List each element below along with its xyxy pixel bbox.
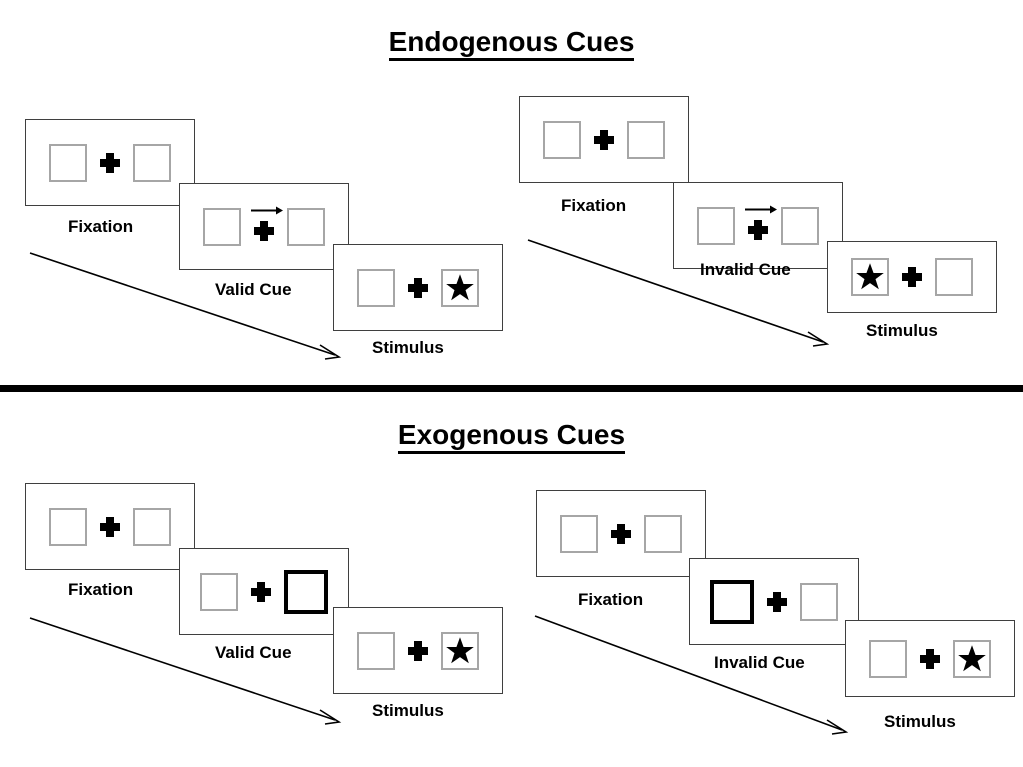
cue-arrow-right-icon [251,206,283,214]
left-box [697,206,735,245]
left-box [200,572,238,611]
left-box [869,639,907,678]
caption-endogenous-invalid-fixation: Fixation [561,196,627,215]
fixation-area [754,579,800,625]
panel-endogenous-invalid-cue [673,182,843,269]
fixation-area [241,204,287,250]
panel-endogenous-valid-fixation [25,119,195,206]
fixation-area [87,140,133,186]
star-icon [856,263,884,290]
section-divider [0,385,1023,392]
fixation-area [581,117,627,163]
panel-content [543,117,665,163]
caption-exogenous-valid-stimulus: Stimulus [372,701,444,720]
section-title-endogenous: Endogenous Cues [0,26,1023,61]
fixation-cross-icon [408,277,428,298]
panel-content [697,203,819,249]
panel-endogenous-invalid-stimulus [827,241,997,313]
fixation-cross-icon [254,221,274,241]
right-box [953,639,991,678]
right-box [287,207,325,246]
fixation-area [238,569,284,615]
fixation-area [87,504,133,550]
caption-exogenous-invalid-stimulus: Stimulus [884,712,956,731]
right-box [935,258,973,296]
caption-endogenous-invalid-cue: Invalid Cue [700,260,791,279]
fixation-cross-icon [408,640,428,661]
fixation-area [395,628,441,674]
fixation-cross-icon [594,129,614,150]
panel-content [560,511,682,557]
left-box [203,207,241,246]
left-box [560,514,598,553]
right-box [627,120,665,159]
right-box [441,268,479,307]
caption-endogenous-valid-stimulus: Stimulus [372,338,444,357]
left-box [357,268,395,307]
panel-endogenous-valid-cue [179,183,349,270]
panel-content [851,254,973,300]
right-box [133,143,171,182]
panel-endogenous-invalid-fixation [519,96,689,183]
fixation-area [395,265,441,311]
right-box [133,507,171,546]
left-box [851,258,889,296]
panel-exogenous-valid-stimulus [333,607,503,694]
caption-endogenous-valid-cue: Valid Cue [215,280,292,299]
section-title-endogenous-text: Endogenous Cues [388,26,635,61]
panel-content [49,504,171,550]
panel-exogenous-valid-cue [179,548,349,635]
right-box-cued [284,569,328,614]
cue-arrow-right-icon [745,205,777,213]
panel-endogenous-valid-stimulus [333,244,503,331]
caption-endogenous-valid-fixation: Fixation [68,217,134,236]
fixation-area [889,254,935,300]
panel-exogenous-invalid-stimulus [845,620,1015,697]
panel-content [200,569,328,615]
panel-exogenous-invalid-fixation [536,490,706,577]
fixation-cross-icon [920,648,940,669]
fixation-cross-icon [767,591,787,612]
fixation-cross-icon [611,523,631,544]
star-icon [446,273,474,300]
panel-content [869,636,991,682]
star-icon [958,644,986,671]
fixation-area [598,511,644,557]
panel-content [203,204,325,250]
section-title-exogenous-text: Exogenous Cues [397,419,626,454]
left-box [357,631,395,670]
section-title-exogenous: Exogenous Cues [0,419,1023,454]
fixation-cross-icon [100,516,120,537]
panel-content [710,579,838,625]
left-box [49,507,87,546]
left-box-cued [710,579,754,624]
left-box [543,120,581,159]
fixation-cross-icon [100,152,120,173]
panel-exogenous-valid-fixation [25,483,195,570]
right-box [644,514,682,553]
panel-content [357,265,479,311]
star-icon [446,636,474,663]
fixation-cross-icon [902,267,922,287]
fixation-cross-icon [748,220,768,240]
fixation-area [735,203,781,249]
caption-exogenous-invalid-fixation: Fixation [578,590,644,609]
caption-exogenous-valid-fixation: Fixation [68,580,134,599]
panel-content [49,140,171,186]
caption-exogenous-invalid-cue: Invalid Cue [714,653,805,672]
fixation-area [907,636,953,682]
caption-endogenous-invalid-stimulus: Stimulus [866,321,938,340]
caption-exogenous-valid-cue: Valid Cue [215,643,292,662]
panel-content [357,628,479,674]
panel-exogenous-invalid-cue [689,558,859,645]
fixation-cross-icon [251,581,271,602]
right-box [441,631,479,670]
left-box [49,143,87,182]
right-box [800,582,838,621]
right-box [781,206,819,245]
